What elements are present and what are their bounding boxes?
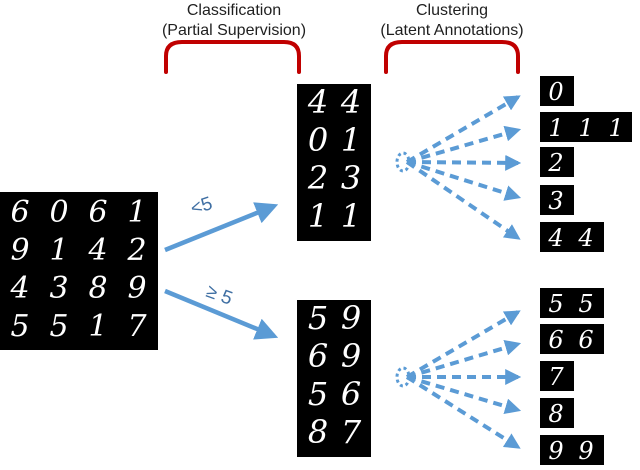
input-digit: 4 (87, 233, 107, 268)
input-digit: 0 (49, 195, 68, 230)
cluster-digit: 1 (548, 114, 563, 142)
cluster-digit: 1 (578, 114, 593, 142)
clustering-title: Clustering (415, 2, 489, 19)
cluster-arrow (405, 160, 521, 240)
cluster-tile (540, 76, 574, 106)
cluster-digit: 6 (578, 326, 593, 354)
grid-digit: 7 (341, 413, 362, 451)
input-digit: 1 (49, 233, 68, 268)
grid-digit: 1 (308, 197, 328, 235)
cluster-tile (540, 147, 574, 177)
cluster-digit: 9 (578, 437, 593, 465)
grid-digit: 1 (341, 121, 361, 159)
cluster-tile (540, 185, 574, 215)
clustering-header: Clustering (Latent Annotations) (362, 1, 542, 41)
cluster-arrow (405, 310, 521, 379)
classification-bracket (164, 40, 301, 74)
cluster-arrow (405, 95, 521, 164)
grid-digit: 6 (341, 375, 361, 413)
cluster-arrow (406, 375, 522, 415)
grid-digit: 3 (341, 159, 361, 197)
grid-digit: 9 (341, 299, 361, 337)
input-digit: 3 (49, 271, 68, 306)
cluster-digit: 1 (608, 114, 623, 142)
grid-digit: 8 (308, 413, 328, 451)
cluster-digit: 8 (548, 400, 563, 428)
cluster-digit: 3 (548, 187, 563, 215)
classification-header: Classification (Partial Supervision) (149, 1, 319, 41)
clustering-bracket (384, 40, 520, 74)
input-digit: 4 (9, 271, 29, 306)
grid-digit: 4 (307, 83, 328, 121)
input-digit: 9 (10, 233, 29, 268)
cluster-arrow (406, 154, 522, 171)
grid-digit: 5 (308, 299, 328, 337)
classification-arrow-upper (164, 202, 279, 253)
grid-digit: 5 (308, 375, 328, 413)
lower-cluster-arrows (395, 310, 522, 449)
classification-title: Classification (186, 2, 282, 19)
clustering-subtitle: (Latent Annotations) (380, 22, 524, 39)
cluster-digit: 7 (548, 363, 564, 391)
grid-digit: 0 (308, 121, 328, 159)
lower-branch-label: ≥ 5 (203, 281, 235, 310)
grid-digit: 9 (341, 337, 361, 375)
cluster-digit: 0 (548, 78, 563, 106)
cluster-tile (540, 324, 604, 354)
cluster-digit: 4 (547, 224, 563, 252)
input-digit: 7 (127, 309, 147, 344)
cluster-tile (540, 222, 604, 252)
input-digit: 5 (49, 309, 68, 344)
cluster-tile (540, 435, 604, 465)
cluster-digit: 6 (548, 326, 563, 354)
input-digit: 6 (10, 195, 29, 230)
cluster-digit: 2 (547, 149, 563, 177)
input-digit: 2 (126, 233, 146, 268)
upper-branch-label: <5 (188, 193, 215, 220)
input-digit: 1 (88, 309, 107, 344)
lower-digit-grid (297, 300, 371, 457)
input-digit: 9 (127, 271, 146, 306)
cluster-tile (540, 361, 574, 391)
upper-cluster-arrows (395, 95, 522, 240)
grid-digit: 6 (308, 337, 328, 375)
cluster-tile (540, 112, 632, 142)
cluster-digit: 5 (578, 290, 593, 318)
input-digit: 8 (88, 271, 107, 306)
cluster-arrow (405, 375, 521, 449)
classification-subtitle: (Partial Supervision) (161, 22, 307, 39)
cluster-digit: 4 (577, 224, 593, 252)
cluster-digit: 5 (548, 290, 563, 318)
cluster-tile (540, 288, 604, 318)
input-digit: 1 (127, 195, 146, 230)
input-digit-grid (0, 192, 158, 350)
cluster-arrow (406, 339, 522, 379)
grid-digit: 4 (340, 83, 361, 121)
upper-digit-grid (297, 84, 371, 241)
grid-digit: 2 (307, 159, 328, 197)
cluster-tile (540, 398, 574, 428)
grid-digit: 1 (341, 197, 361, 235)
input-digit: 6 (88, 195, 107, 230)
input-digit: 5 (10, 309, 29, 344)
cluster-arrow (406, 125, 522, 164)
cluster-digit: 9 (548, 437, 563, 465)
classification-arrow-lower (164, 288, 279, 340)
cluster-arrow (406, 160, 522, 201)
